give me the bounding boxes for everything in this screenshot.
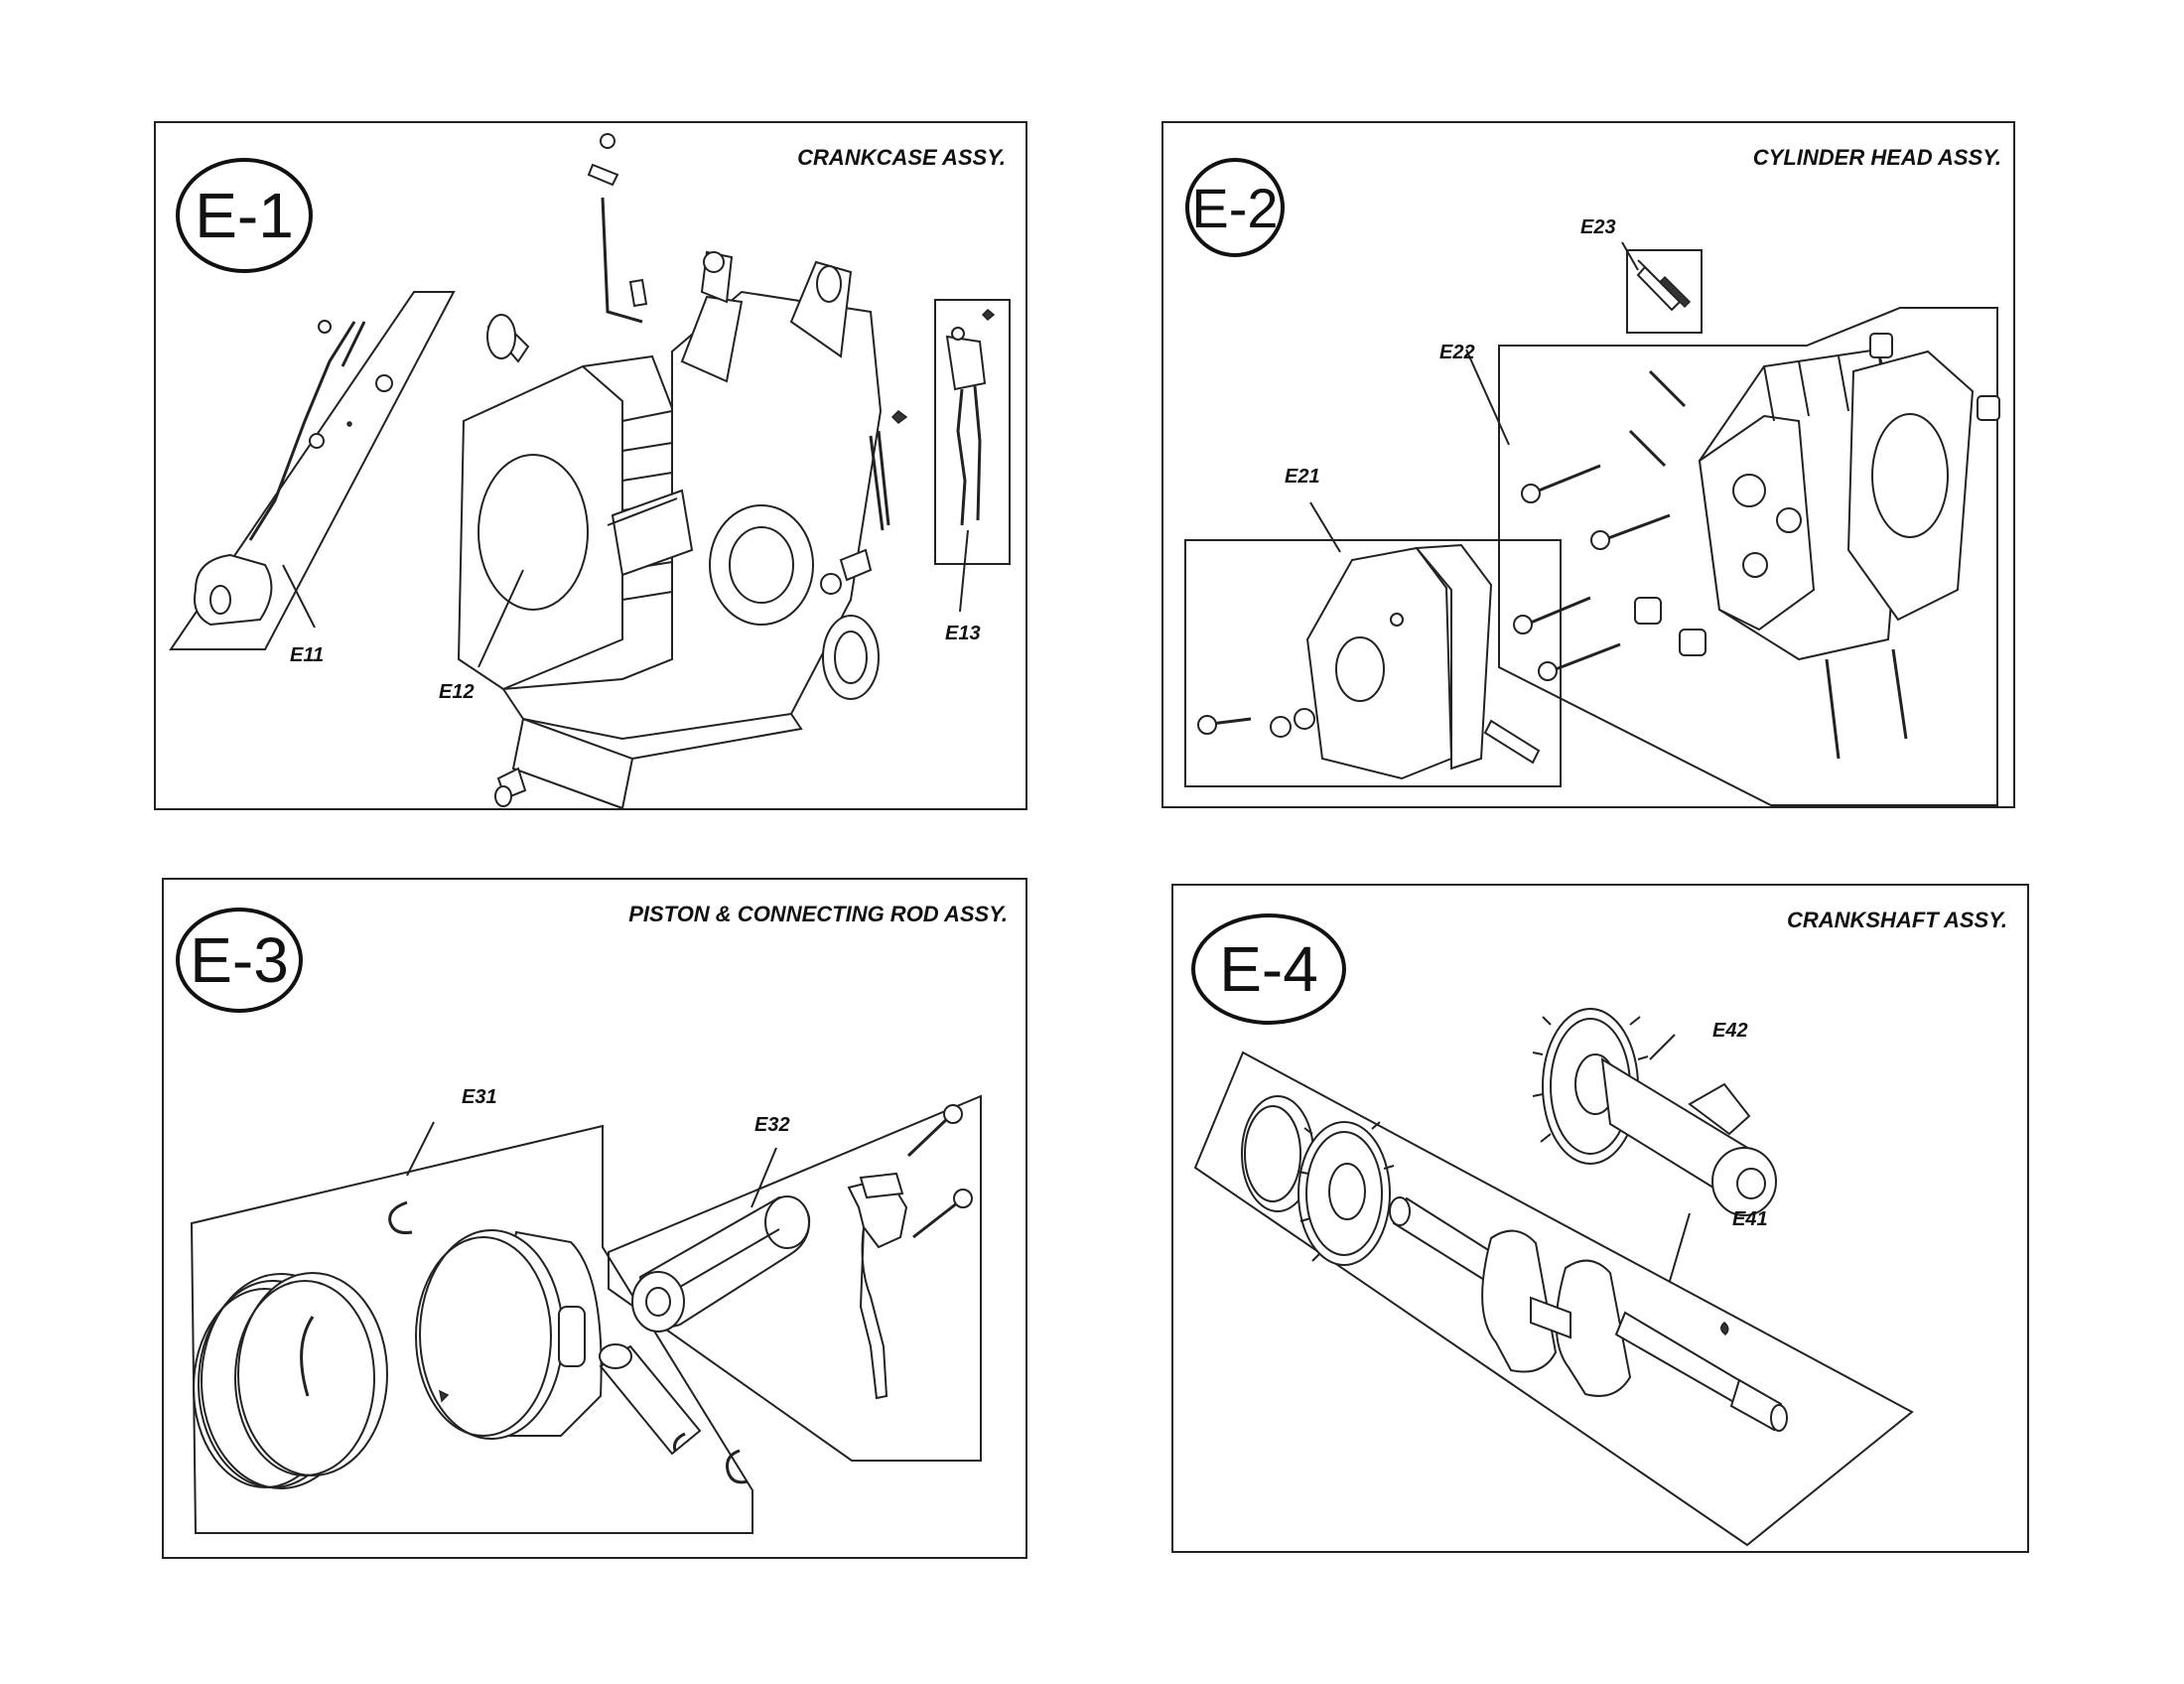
part-label-e11: E11: [290, 644, 325, 666]
oil-sensor-icon: [935, 300, 1010, 564]
ignition-coil-icon: [171, 292, 454, 649]
part-label-e42: E42: [1712, 1020, 1748, 1042]
crankshaft-assy-drawing: [1173, 886, 2031, 1555]
spark-plug-icon: [1627, 250, 1702, 333]
crankcase-assy-drawing: [156, 123, 1029, 812]
connecting-rod-icon: [609, 1096, 981, 1461]
part-label-e13: E13: [945, 623, 981, 644]
crankshaft-icon: [1195, 1052, 1912, 1545]
rocker-cover-icon: [1185, 540, 1561, 786]
cylinder-head-icon: [1499, 308, 1999, 805]
panel-e1-badge: E-1: [176, 158, 313, 273]
cylinder-head-assy-drawing: [1163, 123, 2017, 810]
panel-e1: E-1 CRANKCASE ASSY.: [154, 121, 1027, 810]
camshaft-icon: [1533, 1009, 1776, 1215]
part-label-e22: E22: [1439, 342, 1475, 363]
piston-icon: [192, 1126, 752, 1533]
panel-e3: E-3 PISTON & CONNECTING ROD ASSY.: [162, 878, 1027, 1559]
panel-e3-title: PISTON & CONNECTING ROD ASSY.: [628, 902, 1008, 926]
panel-e4-badge: E-4: [1191, 913, 1346, 1025]
part-label-e23: E23: [1580, 216, 1616, 238]
panel-e4-title: CRANKSHAFT ASSY.: [1786, 908, 2007, 932]
part-label-e32: E32: [754, 1114, 790, 1136]
panel-e1-title: CRANKCASE ASSY.: [797, 145, 1006, 170]
crankcase-small-parts-icon: [487, 134, 906, 806]
part-label-e21: E21: [1285, 466, 1320, 488]
panel-e3-badge: E-3: [176, 908, 303, 1013]
panel-e2: E-2 CYLINDER HEAD ASSY.: [1161, 121, 2015, 808]
part-label-e12: E12: [439, 681, 475, 703]
part-label-e31: E31: [462, 1086, 497, 1108]
crankcase-icon: [459, 198, 881, 808]
part-label-e41: E41: [1732, 1208, 1768, 1230]
panel-e2-badge: E-2: [1185, 158, 1285, 257]
panel-e4: E-4 CRANKSHAFT ASSY.: [1171, 884, 2029, 1553]
piston-rod-assy-drawing: [164, 880, 1029, 1561]
panel-e2-title: CYLINDER HEAD ASSY.: [1752, 145, 2001, 170]
